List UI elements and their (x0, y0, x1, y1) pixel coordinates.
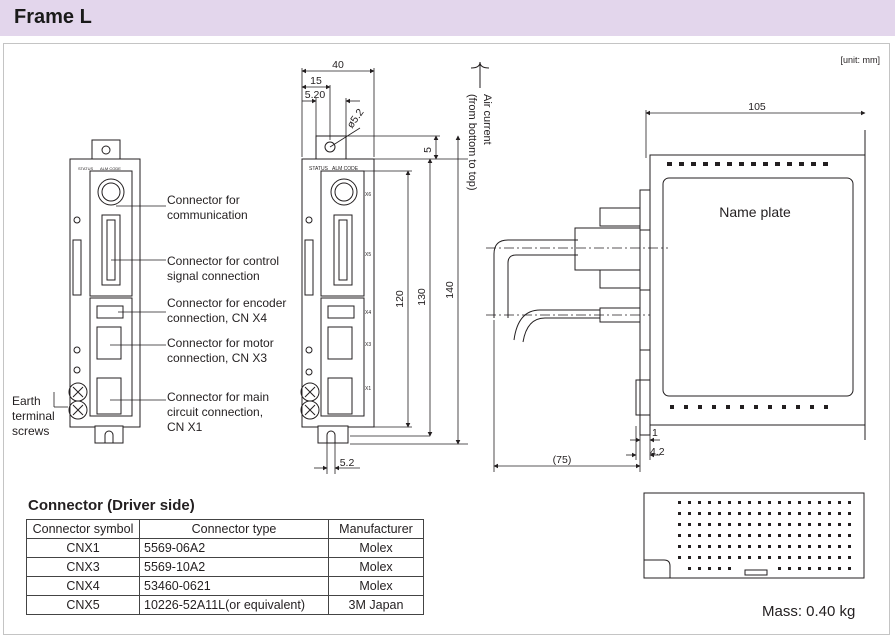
mid-x1-mark: X1 (365, 386, 371, 392)
bottom-vent-dots (678, 501, 851, 570)
side-dimension-lines (493, 110, 866, 472)
cell-manufacturer: 3M Japan (328, 595, 424, 615)
table-row: CNX1 5569-06A2 Molex (26, 538, 424, 558)
callout-main-2: circuit connection, (167, 405, 263, 419)
front-view (68, 139, 141, 444)
callout-communication-1: Connector for (167, 193, 240, 207)
air-current-label-1: Air current (481, 94, 493, 145)
callout-earth-1: Earth (12, 394, 41, 408)
callout-control-1: Connector for control (167, 254, 279, 268)
callout-communication-2: communication (167, 208, 248, 222)
mass-label: Mass: 0.40 kg (762, 603, 856, 620)
cell-manufacturer: Molex (328, 557, 424, 577)
page-title: Frame L (14, 6, 92, 28)
connector-table: Connector symbol Connector type Manufact… (26, 519, 424, 615)
front-callouts: Connector for communication Connector fo… (12, 193, 286, 438)
front-status-mark: STATUS (78, 166, 94, 171)
cell-type: 10226-52A11L(or equivalent) (139, 595, 329, 615)
cell-symbol: CNX4 (26, 576, 140, 596)
cell-type: 5569-06A2 (139, 538, 329, 558)
mid-x4-mark: X4 (365, 310, 371, 316)
callout-earth-3: screws (12, 424, 49, 438)
callout-main-3: CN X1 (167, 420, 203, 434)
table-row: CNX5 10226-52A11L(or equivalent) 3M Japa… (26, 595, 424, 615)
col-header-symbol: Connector symbol (26, 519, 140, 539)
connector-table-title: Connector (Driver side) (28, 497, 195, 514)
middle-dimension-labels: 40 15 5.20 ø5.2 5 120 130 140 5.2 (305, 59, 456, 469)
dim-75: (75) (553, 454, 572, 466)
mid-x6-mark: X6 (365, 192, 371, 198)
table-row: CNX3 5569-10A2 Molex (26, 557, 424, 577)
dim-bottom: 5.2 (340, 457, 355, 469)
dim-hole: ø5.2 (345, 106, 367, 130)
col-header-type: Connector type (139, 519, 329, 539)
front-alm-mark: ALM CODE (100, 166, 121, 171)
side-center-lines (486, 247, 668, 316)
cell-symbol: CNX3 (26, 557, 140, 577)
callout-motor-1: Connector for motor (167, 336, 274, 350)
table-header-row: Connector symbol Connector type Manufact… (26, 519, 424, 539)
cell-symbol: CNX1 (26, 538, 140, 558)
callout-encoder-2: connection, CN X4 (167, 311, 267, 325)
dim-depth: 105 (748, 101, 766, 113)
callout-motor-2: connection, CN X3 (167, 351, 267, 365)
cell-manufacturer: Molex (328, 538, 424, 558)
dim-5: 5 (422, 147, 434, 153)
cell-symbol: CNX5 (26, 595, 140, 615)
mid-status-mark: STATUS (309, 166, 329, 172)
dim-5-20: 5.20 (305, 89, 326, 101)
front-leader-lines (53, 205, 166, 408)
callout-earth-2: terminal (12, 409, 55, 423)
dim-4-2: 4.2 (650, 446, 665, 458)
dim-width: 40 (332, 59, 344, 71)
air-current-label-2: (from bottom to top) (466, 94, 478, 191)
mid-alm-mark: ALM CODE (332, 166, 359, 172)
dim-1: 1 (652, 427, 658, 439)
cell-type: 53460-0621 (139, 576, 329, 596)
cell-manufacturer: Molex (328, 576, 424, 596)
callout-encoder-1: Connector for encoder (167, 296, 286, 310)
mid-x3-mark: X3 (365, 342, 371, 348)
name-plate-label: Name plate (719, 204, 791, 220)
callout-control-2: signal connection (167, 269, 260, 283)
unit-note: [unit: mm] (840, 55, 880, 65)
middle-dimension-lines (301, 68, 468, 474)
table-row: CNX4 53460-0621 Molex (26, 576, 424, 596)
drawing-frame (3, 43, 890, 635)
cell-type: 5569-10A2 (139, 557, 329, 577)
dim-130: 130 (416, 288, 428, 306)
middle-view (300, 135, 375, 444)
side-view (493, 130, 866, 440)
mid-x5-mark: X5 (365, 252, 371, 258)
dim-140: 140 (444, 281, 456, 299)
header-bar: Frame L (0, 0, 895, 36)
dim-120: 120 (394, 290, 406, 308)
dim-15: 15 (310, 75, 322, 87)
air-current-arrow (470, 61, 490, 88)
callout-main-1: Connector for main (167, 390, 269, 404)
middle-panel-marks: STATUS ALM CODE X6 X5 X4 X3 X1 (309, 166, 371, 392)
side-vent-dots (667, 162, 828, 409)
col-header-manufacturer: Manufacturer (328, 519, 424, 539)
